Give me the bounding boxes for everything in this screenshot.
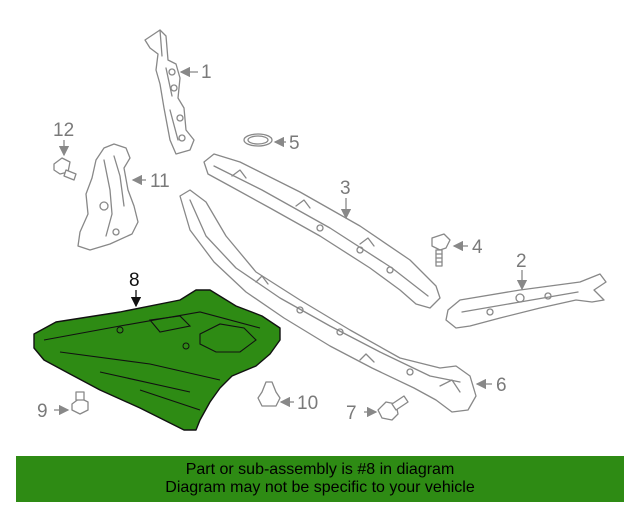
callout-12: 12 [53,120,74,141]
callout-1: 1 [201,62,212,83]
part-9-bolt [54,391,89,416]
part-8-undercover [33,289,281,431]
banner-line-2: Diagram may not be specific to your vehi… [165,479,475,496]
part-3-upper-support [203,153,441,309]
callout-8: 8 [129,270,140,291]
callout-10: 10 [297,393,318,414]
callout-5: 5 [289,133,300,154]
callout-11: 11 [150,171,170,192]
callout-4: 4 [472,237,483,258]
part-7-bolt [364,395,409,421]
callout-6: 6 [496,375,507,396]
part-4-bolt [431,233,468,267]
part-6-lower-support [179,189,492,413]
part-1-bracket [144,29,198,155]
part-5-grommet [243,133,286,148]
part-2-bracket [445,270,607,329]
part-12-bolt [53,140,77,181]
part-11-bracket [77,143,146,251]
parts-diagram: 1 2 3 4 5 6 7 8 9 10 11 12 [33,29,607,431]
callout-9: 9 [37,401,48,422]
part-10-clip [257,381,294,408]
callout-2: 2 [516,251,527,272]
callout-3: 3 [340,178,351,199]
callout-7: 7 [346,403,357,424]
info-banner: Part or sub-assembly is #8 in diagram Di… [16,456,624,502]
banner-line-1: Part or sub-assembly is #8 in diagram [185,461,455,478]
